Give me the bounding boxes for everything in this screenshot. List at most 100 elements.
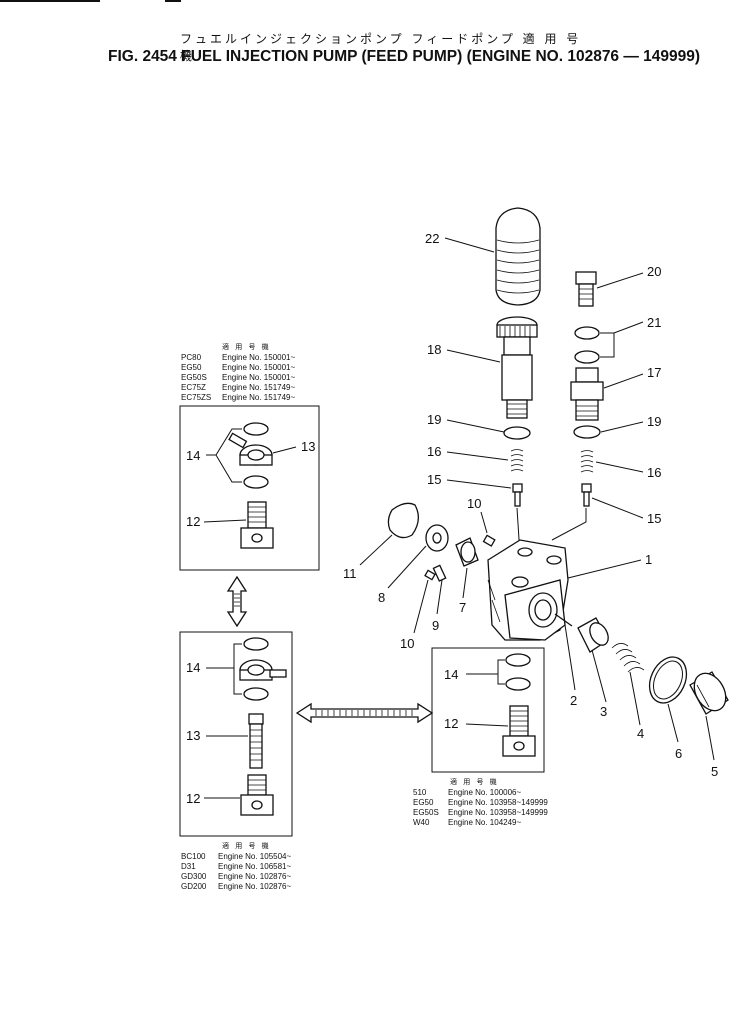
box-a-callout-12: 12 [186, 514, 200, 529]
box-a-callout-14: 14 [186, 448, 200, 463]
part-15-valve-left [512, 483, 523, 507]
callout-17: 17 [647, 365, 661, 380]
callout-19-right: 19 [647, 414, 661, 429]
callout-2: 2 [570, 693, 577, 708]
leader-22 [444, 237, 495, 253]
leader-15-left [446, 479, 512, 489]
box-b-model-1: BC100 [181, 852, 206, 861]
callout-10-upper: 10 [467, 496, 481, 511]
box-c-engine-2: Engine No. 103958~149999 [448, 798, 548, 807]
callout-7: 7 [459, 600, 466, 615]
box-a-leader-12 [203, 519, 247, 523]
box-b-bolt-12 [240, 774, 274, 816]
box-c-engine-1: Engine No. 100006~ [448, 788, 522, 797]
box-c-model-2: EG50 [413, 798, 434, 807]
box-a-callout-13: 13 [301, 439, 315, 454]
part-5-plug [689, 671, 729, 715]
box-c-engine-4: Engine No. 104249~ [448, 818, 522, 827]
part-21-gasket-lower [574, 350, 600, 364]
box-a-gasket-bottom [243, 475, 269, 489]
callout-16-right: 16 [647, 465, 661, 480]
box-c-callout-12: 12 [444, 716, 458, 731]
box-b-leader-14 [206, 643, 242, 695]
part-16-spring-left [510, 449, 524, 472]
part-15-valve-right [581, 483, 592, 507]
leader-1 [567, 559, 642, 579]
part-6-ring [648, 656, 688, 704]
box-a-model-5: EC75ZS [181, 393, 211, 402]
part-18-priming-pump [496, 316, 538, 419]
leader-21 [600, 321, 644, 358]
part-8-roller [425, 524, 449, 552]
box-c-leader-14 [466, 659, 505, 685]
box-a-engine-3: Engine No. 150001~ [222, 373, 296, 382]
box-a-model-1: PC80 [181, 353, 202, 362]
box-b-heading: 適 用 号 機 [222, 841, 271, 850]
leader-16-left [446, 451, 509, 461]
top-rule [0, 0, 100, 2]
part-11-snap-ring [387, 502, 419, 539]
callout-1: 1 [645, 552, 652, 567]
leader-17 [603, 373, 644, 389]
callout-10-lower: 10 [400, 636, 414, 651]
callout-18: 18 [427, 342, 441, 357]
box-a-applicability: 適 用 号 機 PC80 Engine No. 150001~ EG50 Eng… [179, 342, 320, 571]
box-c-gasket-bottom [505, 677, 531, 691]
callout-5: 5 [711, 764, 718, 779]
leader-2 [564, 624, 576, 691]
part-4-spring [611, 643, 645, 673]
leader-3 [591, 649, 607, 703]
box-b-engine-2: Engine No. 106581~ [218, 862, 292, 871]
box-c-heading: 適 用 号 機 [450, 777, 499, 786]
part-10-pin-upper [482, 534, 496, 547]
box-a-model-4: EC75Z [181, 383, 206, 392]
callout-3: 3 [600, 704, 607, 719]
part-2-shaft [554, 613, 573, 627]
leader-11 [359, 534, 393, 566]
vertical-double-arrow [226, 575, 248, 628]
callout-6: 6 [675, 746, 682, 761]
box-a-leader-14 [206, 428, 242, 483]
box-c-model-4: W40 [413, 818, 430, 827]
box-b-callout-14: 14 [186, 660, 200, 675]
callout-20: 20 [647, 264, 661, 279]
leader-9 [436, 579, 443, 615]
callout-21: 21 [647, 315, 661, 330]
box-b-engine-4: Engine No. 102876~ [218, 882, 292, 891]
part-22-boot [495, 207, 541, 306]
part-3-piston [577, 617, 609, 653]
box-c-applicability: 14 12 適 用 号 機 510 Engine No. 100006~ EG5… [413, 647, 548, 827]
part-19-gasket-left [503, 426, 531, 440]
part-21-gasket-upper [574, 326, 600, 340]
box-a-gasket-top [243, 422, 269, 436]
box-b-applicability: 14 13 12 適 用 号 機 BC100 Engine No. 105504… [179, 631, 293, 891]
box-a-engine-2: Engine No. 150001~ [222, 363, 296, 372]
box-b-gasket-top [243, 637, 269, 651]
box-c-engine-3: Engine No. 103958~149999 [448, 808, 548, 817]
box-b-gasket-bottom [243, 687, 269, 701]
leader-19-left [446, 419, 505, 433]
part-7-tappet [455, 537, 479, 567]
leader-19-right [600, 421, 644, 433]
box-b-eye-fitting [239, 659, 287, 681]
box-c-frame [431, 647, 545, 773]
box-a-leader-13 [272, 446, 297, 454]
box-b-model-2: D31 [181, 862, 196, 871]
leader-6 [667, 703, 679, 743]
leader-10-lower [413, 579, 429, 634]
box-c-model-1: 510 [413, 788, 427, 797]
box-b-callout-12: 12 [186, 791, 200, 806]
leader-8 [387, 545, 427, 589]
box-a-model-3: EG50S [181, 373, 207, 382]
box-c-gasket-top [505, 653, 531, 667]
box-b-callout-13: 13 [186, 728, 200, 743]
leader-16-right [595, 461, 644, 473]
leader-5 [705, 715, 715, 761]
callout-4: 4 [637, 726, 644, 741]
box-a-engine-1: Engine No. 150001~ [222, 353, 296, 362]
box-a-engine-4: Engine No. 151749~ [222, 383, 296, 392]
figure-title: FIG. 2454 FUEL INJECTION PUMP (FEED PUMP… [108, 48, 701, 65]
box-c-callout-14: 14 [444, 667, 458, 682]
callout-9: 9 [432, 618, 439, 633]
callout-19-left: 19 [427, 412, 441, 427]
